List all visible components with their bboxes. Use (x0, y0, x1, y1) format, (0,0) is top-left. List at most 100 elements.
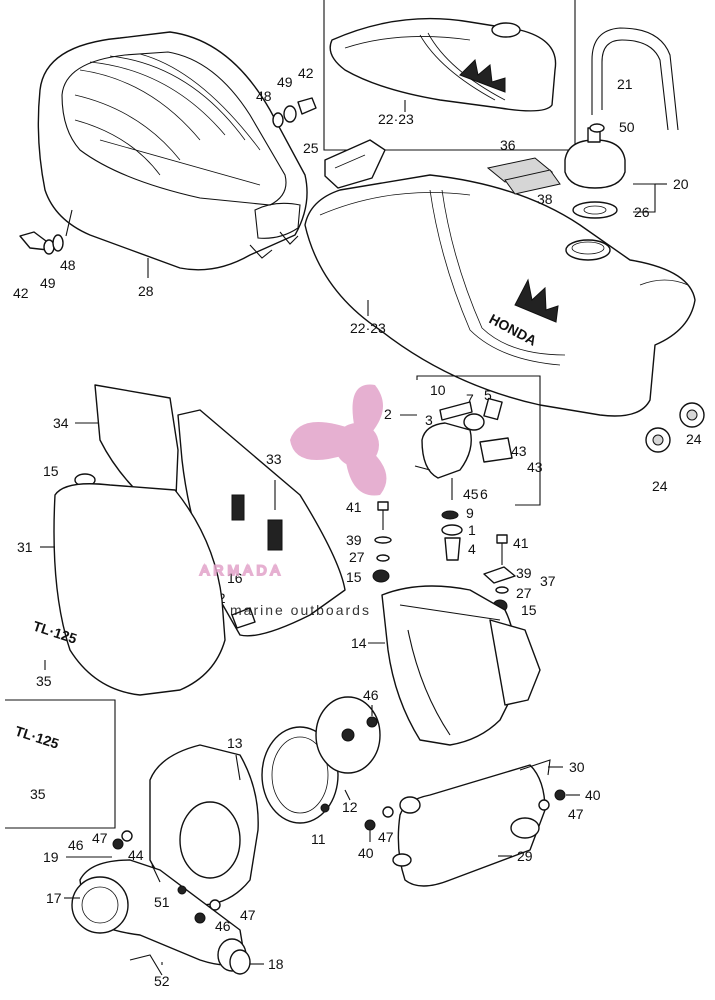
seat-bolt-top: 48 49 42 (256, 65, 317, 128)
label-15-center: 15 (346, 569, 362, 585)
label-7: 7 (466, 391, 474, 407)
label-46-left: 46 (68, 837, 84, 853)
label-48-top: 48 (256, 88, 272, 104)
label-31: 31 (17, 539, 33, 555)
label-17: 17 (46, 890, 62, 906)
valve-body (421, 422, 472, 479)
tank-cushions: 24 24 (645, 402, 705, 494)
label-40-left: 40 (358, 845, 374, 861)
badge-inset: TL·125 35 (5, 699, 116, 829)
filter-cover-13: 13 (149, 735, 259, 906)
label-25: 25 (303, 140, 319, 156)
label-4: 4 (468, 541, 476, 557)
label-28: 28 (138, 283, 154, 299)
inset-box: 22·23 (323, 0, 576, 151)
fuel-tank-body (304, 174, 696, 417)
tank-wing-logo (514, 278, 559, 323)
label-49-left: 49 (40, 275, 56, 291)
label-12: 12 (342, 799, 358, 815)
fuel-cap (564, 139, 626, 189)
part-25-bracket: 25 (303, 139, 386, 189)
label-33: 33 (266, 451, 282, 467)
intake-duct: 17 18 19 44 51 52 (43, 847, 284, 989)
label-14: 14 (351, 635, 367, 651)
fuel-tank-alt (329, 17, 557, 112)
label-35-top: 35 (36, 673, 52, 689)
label-9: 9 (466, 505, 474, 521)
label-21: 21 (617, 76, 633, 92)
label-2: 2 (384, 406, 392, 422)
label-41-left: 41 (346, 499, 362, 515)
tool-box-29: 29 30 (392, 759, 585, 887)
watermark-name: ARMADA (200, 562, 284, 578)
bolt-46-top: 46 (363, 687, 379, 728)
label-20: 20 (673, 176, 689, 192)
label-47-center: 47 (378, 829, 394, 845)
label-41-right: 41 (513, 535, 529, 551)
label-19: 19 (43, 849, 59, 865)
label-13: 13 (227, 735, 243, 751)
label-49-top: 49 (277, 74, 293, 90)
label-42-top: 42 (298, 65, 314, 81)
fuel-tank: HONDA 22·23 (304, 174, 696, 417)
propeller-logo (290, 384, 387, 496)
label-22-23-top: 22·23 (378, 111, 414, 127)
label-15-left: 15 (43, 463, 59, 479)
label-18: 18 (268, 956, 284, 972)
fuel-valve-assembly: 2 10 7 5 3 43 43 45 6 9 1 4 (384, 375, 543, 561)
label-40-right: 40 (585, 787, 601, 803)
label-29: 29 (517, 848, 533, 864)
label-3: 3 (425, 412, 433, 428)
label-47-mid: 47 (240, 907, 256, 923)
label-39-left: 39 (346, 532, 362, 548)
label-6: 6 (480, 486, 488, 502)
fuel-cap-assembly: 20 26 (564, 127, 689, 220)
watermark-tagline: marine outboards (230, 602, 371, 618)
label-39-right: 39 (516, 565, 532, 581)
label-27-right: 27 (516, 585, 532, 601)
fuel-filler-neck (565, 239, 611, 261)
mount-bolts-center: 41 39 27 15 (346, 499, 392, 585)
label-34: 34 (53, 415, 69, 431)
side-cover-31: 31 TL·125 35 (17, 483, 226, 696)
cap-gasket (572, 201, 618, 219)
badge-tl125-large: TL·125 (13, 723, 61, 752)
label-51: 51 (154, 894, 170, 910)
label-42-left: 42 (13, 285, 29, 301)
label-27-left: 27 (349, 549, 365, 565)
label-43-bot: 43 (527, 459, 543, 475)
label-16: 16 (227, 570, 243, 586)
tank-strip-36-38: 36 38 (486, 137, 561, 207)
honda-wing-logo (459, 58, 506, 93)
label-30: 30 (569, 759, 585, 775)
label-24-right: 24 (686, 431, 702, 447)
tool-box-bolts: 40 47 40 47 (358, 787, 601, 861)
label-44: 44 (128, 847, 144, 863)
label-38: 38 (537, 191, 553, 207)
label-43-top: 43 (511, 443, 527, 459)
label-10: 10 (430, 382, 446, 398)
label-47-left: 47 (92, 830, 108, 846)
label-22-23-main: 22·23 (350, 320, 386, 336)
label-52: 52 (154, 973, 170, 989)
seat: 28 (37, 31, 308, 299)
label-1: 1 (468, 522, 476, 538)
valve-lever (439, 401, 473, 421)
label-46-mid: 46 (215, 918, 231, 934)
label-11: 11 (311, 831, 326, 847)
air-cleaner-case-14: 14 (351, 585, 541, 746)
label-15-right: 15 (521, 602, 537, 618)
breather-hose: 21 50 (589, 27, 679, 135)
seat-pleats (74, 53, 261, 186)
filter-element-12: 12 11 (261, 696, 381, 847)
label-47-right: 47 (568, 806, 584, 822)
label-5: 5 (484, 387, 492, 403)
label-46-top: 46 (363, 687, 379, 703)
intake-bolts: 46 47 47 46 (68, 830, 256, 934)
label-45: 45 (463, 486, 479, 502)
label-36: 36 (500, 137, 516, 153)
label-26: 26 (634, 204, 650, 220)
label-35-bottom: 35 (30, 786, 46, 802)
armada-watermark: ARMADA marine outboards (199, 384, 387, 618)
